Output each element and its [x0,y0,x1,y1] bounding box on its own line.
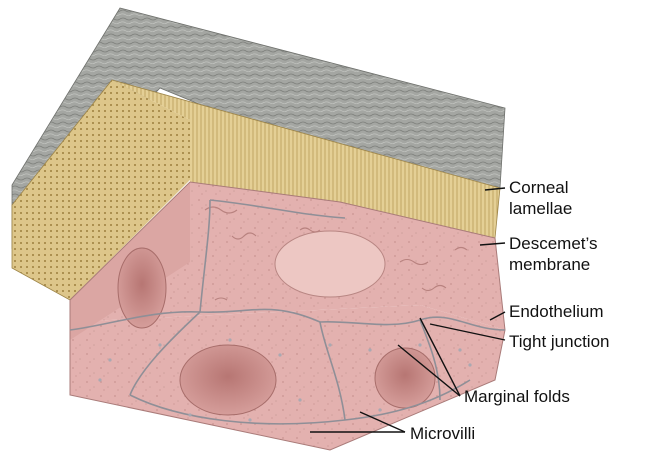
nucleus [375,348,435,408]
label-descemets-membrane-line1: Descemet’s [509,233,598,254]
label-descemets-membrane-line2: membrane [509,254,598,275]
nucleus [275,231,385,297]
label-marginal-folds: Marginal folds [464,386,570,407]
label-corneal-lamellae-line1: Corneal [509,177,572,198]
label-microvilli: Microvilli [410,423,475,444]
label-endothelium: Endothelium [509,301,604,322]
nucleus [180,345,276,415]
label-corneal-lamellae: Corneal lamellae [509,177,572,219]
label-corneal-lamellae-line2: lamellae [509,198,572,219]
label-descemets-membrane: Descemet’s membrane [509,233,598,275]
label-tight-junction: Tight junction [509,331,609,352]
